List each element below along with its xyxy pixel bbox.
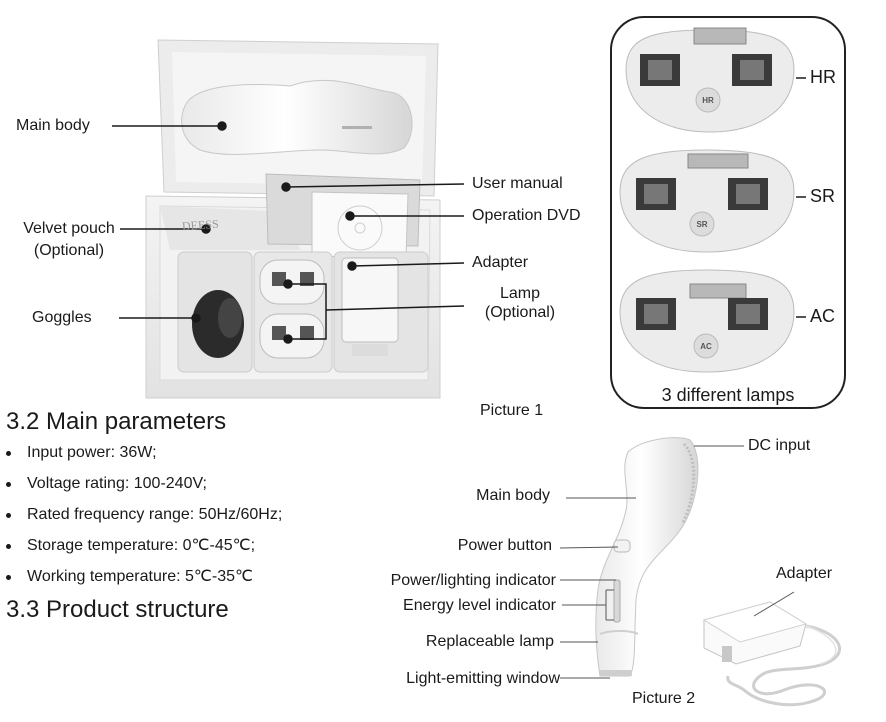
label-power-indicator: Power/lighting indicator	[390, 572, 556, 589]
label-replaceable-lamp: Replaceable lamp	[425, 633, 554, 650]
label-adapter-box: Adapter	[472, 254, 529, 271]
picture1-pointers	[112, 121, 465, 344]
parameter-item: Voltage rating: 100-240V;	[6, 474, 282, 505]
product-structure-heading: 3.3 Product structure	[6, 596, 229, 623]
label-velvet-pouch: Velvet pouch	[23, 220, 115, 237]
lamp-badge-sr: SR	[696, 220, 708, 229]
label-goggles: Goggles	[32, 309, 92, 326]
lamp-badge-ac: AC	[700, 342, 712, 351]
label-dc-input: DC input	[748, 437, 811, 454]
label-power-button: Power button	[457, 537, 552, 554]
product-box-photo	[145, 39, 441, 399]
label-velvet-pouch-note: (Optional)	[33, 242, 105, 259]
main-parameters-list: Input power: 36W; Voltage rating: 100-24…	[6, 443, 282, 598]
lamp-badge-hr: HR	[702, 96, 714, 105]
picture1-caption: Picture 1	[480, 402, 544, 419]
parameter-item: Working temperature: 5℃-35℃	[6, 567, 282, 598]
label-main-body-device: Main body	[476, 487, 550, 504]
adapter-in-box	[341, 257, 399, 356]
parameter-item: Storage temperature: 0℃-45℃;	[6, 536, 282, 567]
label-operation-dvd: Operation DVD	[472, 207, 581, 224]
picture2-caption: Picture 2	[632, 690, 696, 707]
label-energy-indicator: Energy level indicator	[403, 597, 556, 614]
parameter-item: Input power: 36W;	[6, 443, 282, 474]
main-parameters-heading: 3.2 Main parameters	[6, 408, 227, 435]
label-user-manual: User manual	[472, 175, 563, 192]
lamp-label-sr: SR	[810, 186, 836, 206]
device-illustration	[595, 437, 699, 677]
adapter-illustration	[702, 601, 842, 707]
label-light-window: Light-emitting window	[406, 670, 560, 687]
label-lamp: Lamp	[499, 285, 541, 302]
label-adapter-device: Adapter	[776, 565, 833, 582]
parameter-item: Rated frequency range: 50Hz/60Hz;	[6, 505, 282, 536]
goggles-item	[192, 290, 244, 358]
lamp-label-ac: AC	[810, 306, 836, 326]
label-main-body: Main body	[16, 117, 90, 134]
label-lamp-note: (Optional)	[484, 304, 556, 321]
picture2-pointers	[559, 445, 795, 679]
main-body-in-lid	[181, 79, 413, 155]
lamps-caption: 3 different lamps	[661, 385, 795, 405]
power-button-shape	[613, 539, 631, 553]
lamp-label-hr: HR	[810, 67, 836, 87]
pouch-print: DEESS	[181, 216, 220, 234]
